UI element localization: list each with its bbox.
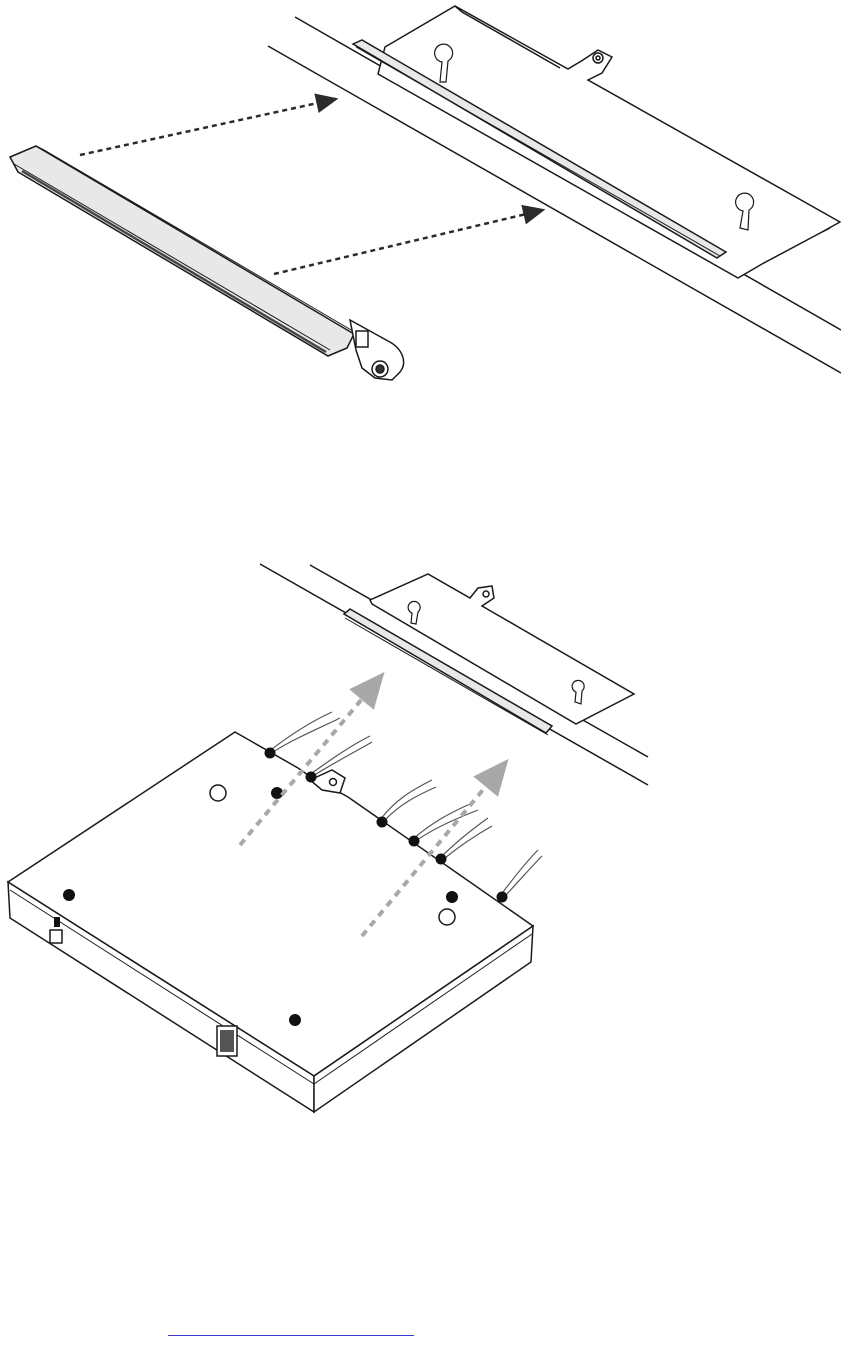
rubber-foot-icon [63, 889, 75, 901]
power-switch-icon [54, 917, 60, 927]
rail-slot-icon [356, 331, 368, 347]
rubber-foot-icon [289, 1014, 301, 1026]
mount-hole-icon [210, 785, 226, 801]
mounting-bracket [378, 6, 840, 278]
figure-1-rail-attach [10, 6, 841, 380]
port-icon [50, 930, 62, 943]
mount-hole-icon [439, 909, 455, 925]
footnote-separator [168, 1335, 414, 1336]
direction-arrow [274, 210, 543, 274]
rubber-foot-icon [446, 891, 458, 903]
loose-rail [10, 146, 354, 356]
direction-arrow [80, 99, 336, 155]
figure-2-device-mount [8, 564, 648, 1112]
device-top-face [8, 732, 533, 1076]
